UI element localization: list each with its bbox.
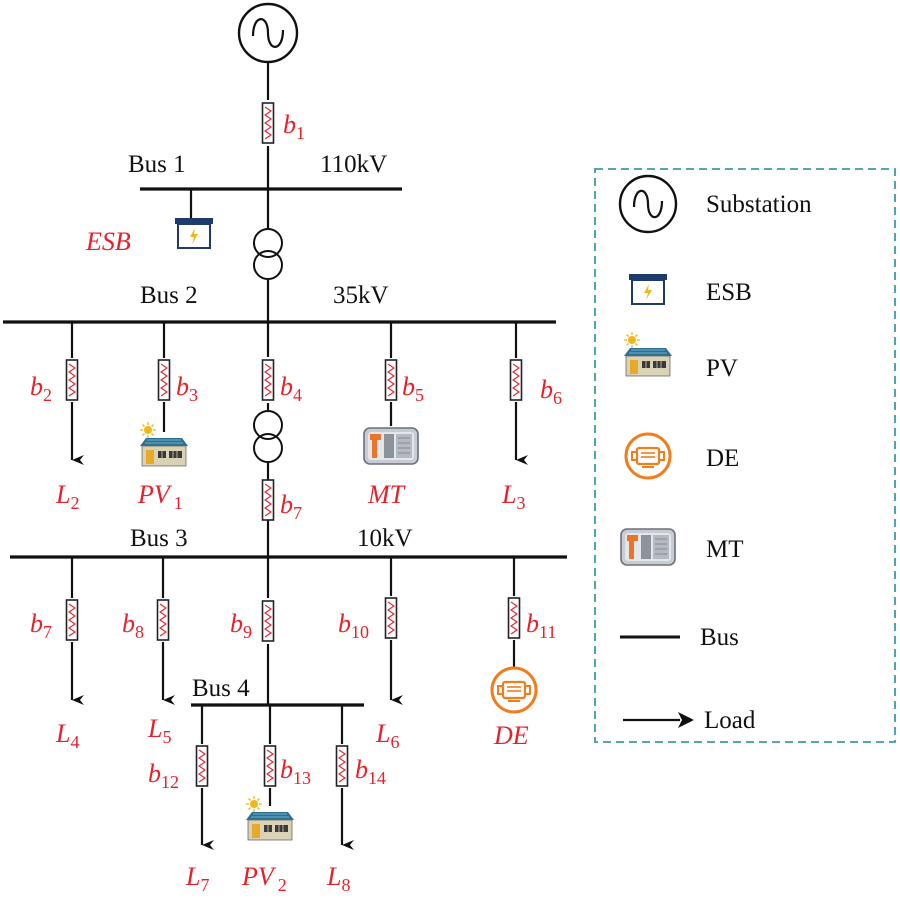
label-l6: L6 xyxy=(375,719,399,752)
legend-label-load: Load xyxy=(704,707,756,734)
legend-label-pv: PV xyxy=(706,355,738,382)
substation-symbol xyxy=(237,2,299,64)
bus-2-voltage: 35kV xyxy=(333,282,389,309)
legend-esb-icon xyxy=(628,273,668,305)
mt-symbol xyxy=(363,427,419,465)
legend-substation-icon xyxy=(618,174,678,234)
legend-load-arrowhead xyxy=(678,712,694,728)
label-b1: b1 xyxy=(283,110,305,143)
feeder-b8 xyxy=(156,557,175,705)
legend: Substation ESB PV DE MT Bus Load xyxy=(594,168,896,743)
label-b13: b13 xyxy=(280,755,311,788)
bus-3-voltage: 10kV xyxy=(357,525,413,552)
label-l4: L4 xyxy=(55,719,79,752)
label-b8: b8 xyxy=(122,609,144,642)
legend-label-esb: ESB xyxy=(706,279,752,306)
legend-label-substation: Substation xyxy=(706,191,812,218)
label-l7: L7 xyxy=(185,862,209,895)
legend-border xyxy=(594,168,896,743)
label-b7-main: b7 xyxy=(280,490,302,523)
label-de: DE xyxy=(493,721,529,750)
feeder-b7-load xyxy=(65,557,84,705)
breaker-b4 xyxy=(261,359,275,401)
feeder-b12 xyxy=(195,705,214,850)
esb-symbol xyxy=(174,217,214,249)
label-l5: L5 xyxy=(147,714,171,747)
label-b7-load: b7 xyxy=(30,609,52,642)
label-b9: b9 xyxy=(230,609,252,642)
label-b10: b10 xyxy=(338,609,369,642)
breaker-b7-main xyxy=(261,479,275,521)
legend-de-icon xyxy=(624,432,672,480)
label-l3: L3 xyxy=(501,480,525,513)
feeder-b5 xyxy=(384,322,398,426)
feeder-b6 xyxy=(509,322,528,465)
label-b12: b12 xyxy=(148,759,179,792)
bus-4-name: Bus 4 xyxy=(192,675,250,702)
feeder-b11 xyxy=(507,557,521,667)
breaker-b1 xyxy=(261,102,275,144)
feeder-b14 xyxy=(335,705,354,850)
label-b2: b2 xyxy=(30,372,52,405)
bus-1-name: Bus 1 xyxy=(128,151,186,178)
label-mt: MT xyxy=(367,480,406,509)
label-b14: b14 xyxy=(355,755,386,788)
transformer-35-10 xyxy=(253,410,283,463)
bus-2-name: Bus 2 xyxy=(140,282,198,309)
legend-mt-icon xyxy=(620,528,676,566)
feeder-b2 xyxy=(65,322,84,465)
label-esb: ESB xyxy=(85,227,131,256)
legend-label-bus: Bus xyxy=(700,624,739,651)
label-l2: L2 xyxy=(55,480,79,513)
legend-label-de: DE xyxy=(706,445,739,472)
feeder-b13 xyxy=(263,705,277,806)
feeder-b10 xyxy=(384,557,403,705)
de-symbol xyxy=(490,666,538,714)
transformer-110-35 xyxy=(253,228,283,280)
label-l8: L8 xyxy=(326,862,350,895)
label-b3: b3 xyxy=(176,372,198,405)
label-b4: b4 xyxy=(280,372,302,405)
bus-3-name: Bus 3 xyxy=(130,525,188,552)
legend-label-mt: MT xyxy=(706,536,744,563)
legend-pv-icon xyxy=(623,331,673,377)
label-b11: b11 xyxy=(526,609,556,642)
bus-1-voltage: 110kV xyxy=(320,151,387,178)
breaker-b9 xyxy=(261,600,275,642)
label-b5: b5 xyxy=(402,372,424,405)
label-b6: b6 xyxy=(540,375,562,408)
feeder-b3 xyxy=(157,322,171,432)
